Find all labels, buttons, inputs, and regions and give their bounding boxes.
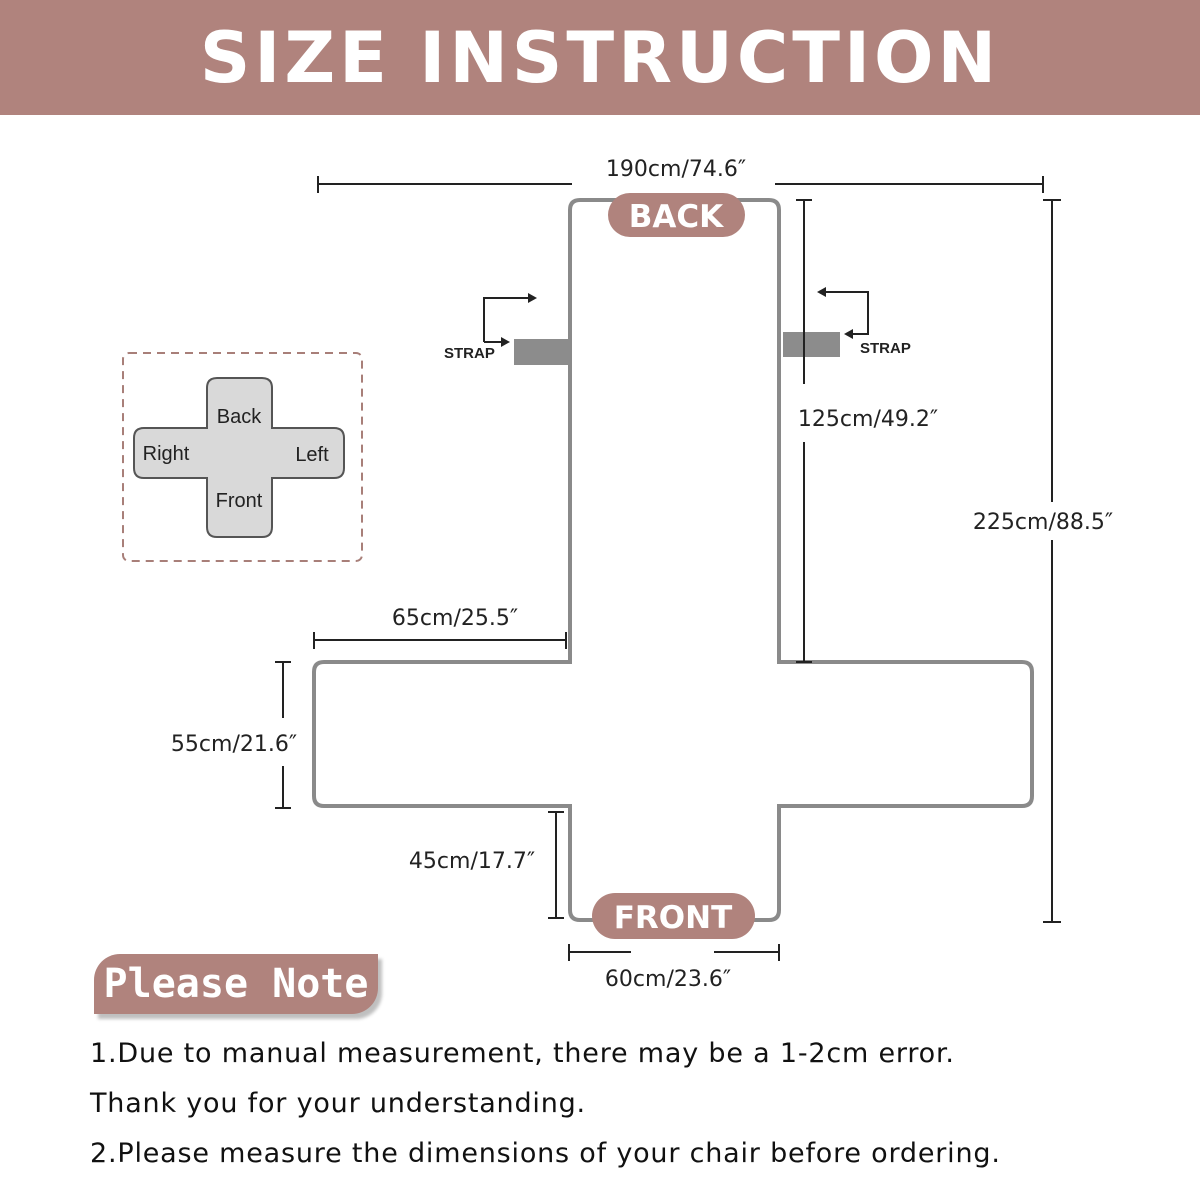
dim-total-width-line bbox=[317, 176, 1044, 193]
strap-left-label: STRAP bbox=[444, 345, 495, 362]
orientation-key-frame bbox=[122, 352, 363, 562]
strap-right-arrowhead-bottom bbox=[844, 329, 853, 339]
strap-left-arrowhead-top bbox=[528, 293, 537, 303]
dim-back-length-line bbox=[796, 199, 812, 663]
dim-front-length-label: 45cm/17.7″ bbox=[409, 849, 535, 874]
strap-left-arrowhead-bottom bbox=[501, 337, 510, 347]
note-line-1: 1.Due to manual measurement, there may b… bbox=[90, 1038, 955, 1069]
strap-left bbox=[514, 339, 570, 365]
key-right-label: Right bbox=[143, 443, 190, 465]
dim-arm-depth-line bbox=[275, 661, 291, 809]
front-tag-label: FRONT bbox=[614, 900, 733, 936]
back-tag bbox=[608, 193, 745, 237]
strap-left-arrow bbox=[483, 297, 530, 343]
dim-total-length-line bbox=[1043, 199, 1061, 923]
header-banner: SIZE INSTRUCTION bbox=[0, 0, 1200, 115]
please-note-title: Please Note bbox=[103, 961, 369, 1007]
dim-arm-width-line bbox=[313, 632, 567, 649]
strap-right-arrow bbox=[824, 291, 869, 335]
dim-total-width-label: 190cm/74.6″ bbox=[606, 157, 746, 182]
strap-right bbox=[783, 332, 840, 357]
strap-right-arrowhead-top bbox=[817, 287, 826, 297]
key-left-label: Left bbox=[295, 444, 329, 466]
dim-front-length-line bbox=[548, 811, 564, 919]
page-title: SIZE INSTRUCTION bbox=[199, 16, 1001, 99]
orientation-key-cross bbox=[133, 377, 345, 538]
note-line-3: 2.Please measure the dimensions of your … bbox=[90, 1138, 1001, 1169]
strap-right-label: STRAP bbox=[860, 340, 911, 357]
dim-front-width-line bbox=[568, 944, 780, 961]
back-tag-label: BACK bbox=[629, 199, 724, 235]
dim-total-length-label: 225cm/88.5″ bbox=[973, 510, 1113, 535]
note-line-2: Thank you for your understanding. bbox=[90, 1088, 586, 1119]
please-note-badge: Please Note bbox=[94, 954, 378, 1014]
dim-front-width-label: 60cm/23.6″ bbox=[605, 967, 731, 992]
dim-arm-width-label: 65cm/25.5″ bbox=[392, 606, 518, 631]
key-back-label: Back bbox=[217, 406, 262, 428]
key-front-label: Front bbox=[216, 490, 263, 512]
front-tag bbox=[592, 893, 755, 939]
cover-outline bbox=[312, 198, 1034, 922]
dim-arm-depth-label: 55cm/21.6″ bbox=[171, 732, 297, 757]
dim-back-length-label: 125cm/49.2″ bbox=[798, 407, 938, 432]
